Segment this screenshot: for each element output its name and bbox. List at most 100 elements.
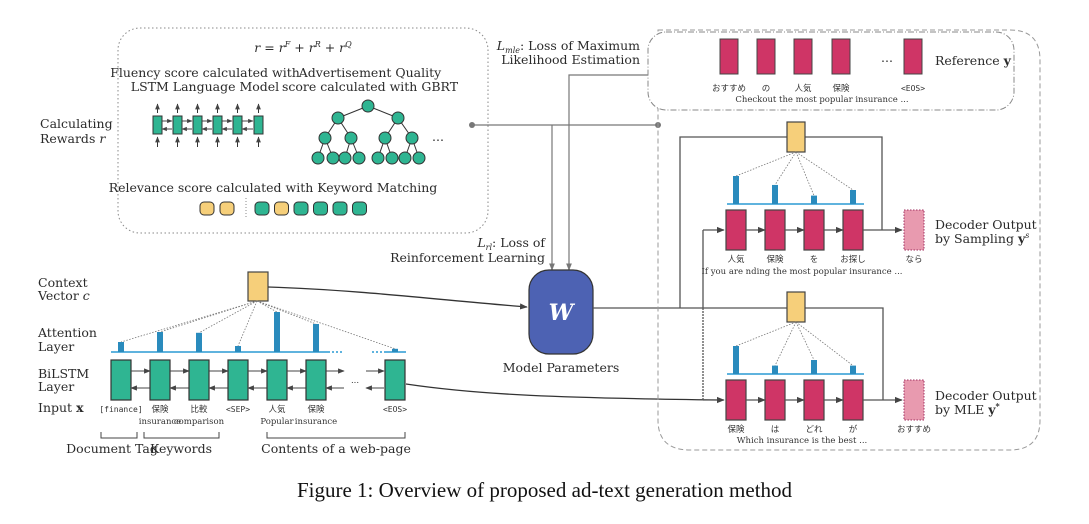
input-token: 人気: [268, 404, 286, 415]
mle-loss-arrow: [566, 74, 648, 271]
context-label-2: Vector c: [37, 288, 90, 303]
reference-cell: [756, 38, 776, 75]
fluency-title-2: LSTM Language Model: [131, 79, 279, 94]
decoder-next-token: おすすめ: [897, 425, 931, 435]
tree-node: [338, 151, 352, 165]
decoder-attention-link: [774, 321, 797, 366]
figure-caption: Figure 1: Overview of proposed ad-text g…: [296, 478, 793, 502]
bilstm-cell: [384, 359, 406, 401]
keyword-matching-icon: [199, 198, 367, 219]
reference-token: <EOS>: [901, 84, 925, 93]
tree-node: [405, 131, 419, 145]
context-label-1: Context: [38, 275, 88, 290]
attention-bar: [313, 324, 319, 352]
group-label: Keywords: [150, 441, 212, 456]
decoder-attention-link: [795, 321, 815, 361]
decoder-attention-link: [795, 321, 854, 366]
bilstm-cell: [227, 359, 249, 401]
decoder-token: を: [810, 255, 819, 265]
decoder-next-token: なら: [905, 255, 922, 265]
attention-bar: [118, 342, 124, 352]
input-token: <EOS>: [383, 405, 407, 414]
attention-link: [256, 300, 278, 313]
encoder-ellipsis: ...: [351, 376, 359, 386]
reference-cell: [831, 38, 851, 75]
reward-connector-dot: [469, 122, 475, 128]
decoder-attention-bar: [733, 176, 739, 204]
relevance-token: [199, 201, 215, 216]
decoder-token: 保険: [727, 424, 745, 435]
group-label: Document Tag: [66, 441, 158, 456]
decoder-attention-bar: [772, 365, 778, 374]
bilstm-label-1: BiLSTM: [38, 366, 89, 381]
reference-cell: [719, 38, 739, 75]
input-token-translation: insurance: [139, 417, 181, 427]
decoder-cell: [842, 209, 864, 251]
attention-link: [159, 300, 258, 333]
attention-link: [237, 300, 258, 347]
mle-loop-line: [680, 307, 884, 400]
tree-ellipsis: ...: [432, 129, 444, 144]
reward-box: r = rF + rR + rQ Fluency score calculate…: [109, 27, 489, 234]
decoder-attention-link: [795, 151, 854, 191]
reference-box: おすすめの人気保険<EOS> ... Reference y Checkout …: [647, 31, 1015, 111]
input-token: 保険: [307, 404, 325, 415]
lstm-cell-icon: [232, 115, 243, 135]
model-symbol: W: [549, 300, 576, 326]
sampling-output-label-1: Decoder Output: [935, 217, 1037, 232]
lstm-cell-icon: [172, 115, 183, 135]
reference-cells: おすすめの人気保険<EOS>: [712, 38, 925, 94]
sampling-translation: If you are nding the most popular insura…: [702, 267, 903, 277]
decoder-token: お探し: [840, 254, 866, 265]
bilstm-cell: [305, 359, 327, 401]
sampling-output-label-2: by Sampling ys: [935, 231, 1029, 246]
decoder-attention-bar: [850, 190, 856, 204]
rl-loss-label-2: Reinforcement Learning: [390, 250, 545, 265]
tree-node: [344, 131, 358, 145]
tree-node: [318, 131, 332, 145]
tree-node: [361, 99, 375, 113]
encoder-to-mle-decoder-curve: [405, 383, 721, 401]
decoder-region-border: [657, 29, 1041, 451]
decoder-loop-lines: [679, 136, 884, 400]
decoder-attention-bar: [733, 346, 739, 374]
mle-loss-label-1: Lmle: Loss of Maximum: [496, 38, 640, 55]
reference-token: の: [762, 84, 771, 94]
decoder-token: どれ: [805, 425, 823, 435]
group-bracket: [143, 432, 220, 439]
relevance-token: [313, 201, 328, 216]
decoder-cell: [803, 209, 825, 251]
bilstm-cell: [188, 359, 210, 401]
tree-node: [371, 151, 385, 165]
input-token-translation: comparison: [174, 417, 225, 427]
bilstm-cell: [266, 359, 288, 401]
decoder-cell: [803, 379, 825, 421]
input-token: 保険: [151, 404, 169, 415]
reference-cell: [793, 38, 813, 75]
tree-node: [326, 151, 340, 165]
input-label: Input x: [38, 400, 84, 415]
attention-bar: [274, 312, 280, 352]
decoder-token: が: [849, 424, 858, 435]
attention-link: [120, 300, 258, 343]
decoder-token: 人気: [727, 254, 745, 265]
tree-node: [311, 151, 325, 165]
tree-node: [391, 111, 405, 125]
input-token: <SEP>: [226, 405, 250, 414]
tree-node: [398, 151, 412, 165]
relevance-token: [254, 201, 270, 216]
decoder-cell: [725, 379, 747, 421]
attention-bar: [157, 332, 163, 352]
encoder: [finance]保険insurance比較comparison<SEP>人気P…: [66, 271, 411, 456]
rl-loss-label-1: Lrl: Loss of: [476, 235, 546, 252]
decoder-mle: 保険はどれがおすすめ: [703, 291, 931, 435]
attention-label-1: Attention: [37, 325, 97, 340]
reference-cell: [903, 38, 923, 75]
quality-title-2: score calculated with GBRT: [282, 79, 459, 94]
group-bracket: [266, 432, 406, 439]
quality-title-1: Advertisement Quality: [298, 65, 442, 80]
decoder-attention-bar: [850, 365, 856, 374]
input-token-translation: insurance: [295, 417, 337, 427]
lstm-cell-icon: [192, 115, 203, 135]
lstm-cell-icon: [253, 115, 264, 135]
